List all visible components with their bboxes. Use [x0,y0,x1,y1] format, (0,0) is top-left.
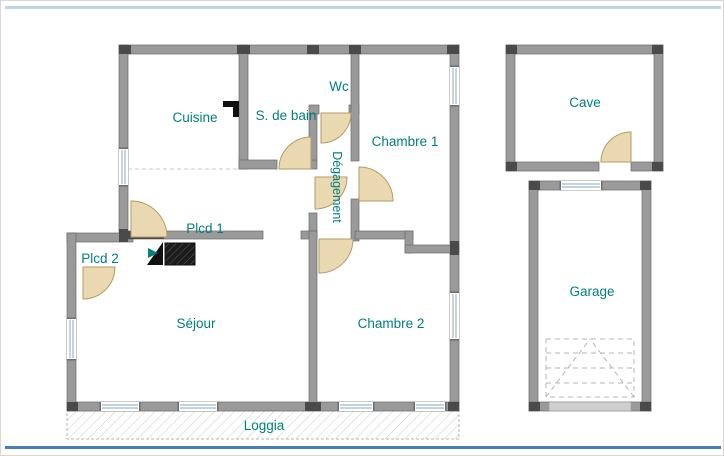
door-bedroom1 [358,166,394,202]
garage-walls [528,180,652,412]
kitchen-fixture-symbol [223,101,239,117]
room-label-closet1: Plcd 1 [186,221,224,236]
room-label-loggia: Loggia [244,418,285,433]
entrance-symbol [147,242,196,266]
garage-door-opening [548,401,632,412]
top-accent-line [5,6,721,9]
room-label-wc: Wc [329,79,349,94]
door-wc [320,112,352,144]
room-label-hallway: Dégagement [330,151,344,223]
room-label-closet2: Plcd 2 [81,251,119,266]
room-labels: Cuisine S. de bain Wc Chambre 1 Dégageme… [81,79,614,433]
door-cuisine [130,200,168,238]
garage-ramp-symbol [545,338,635,398]
cellar-walls [505,44,664,172]
door-closet2 [82,266,116,300]
door-hallway [314,176,348,210]
room-label-cuisine: Cuisine [172,110,217,125]
door-bathroom [278,136,312,170]
door-bedroom2 [318,238,354,274]
room-label-bedroom1: Chambre 1 [372,134,439,149]
entry-arrow-icon [148,248,158,258]
room-label-garage: Garage [569,284,614,299]
closet1-box [164,242,196,266]
doors [82,112,394,300]
windows [67,65,459,411]
apartment-walls [66,44,460,412]
room-label-living: Séjour [176,316,216,331]
room-label-bathroom: S. de bain [256,108,317,123]
room-label-bedroom2: Chambre 2 [358,316,425,331]
bottom-accent-line [5,446,721,449]
loggia-area [66,410,460,440]
room-label-cellar: Cave [569,95,601,110]
door-cellar [600,131,632,163]
